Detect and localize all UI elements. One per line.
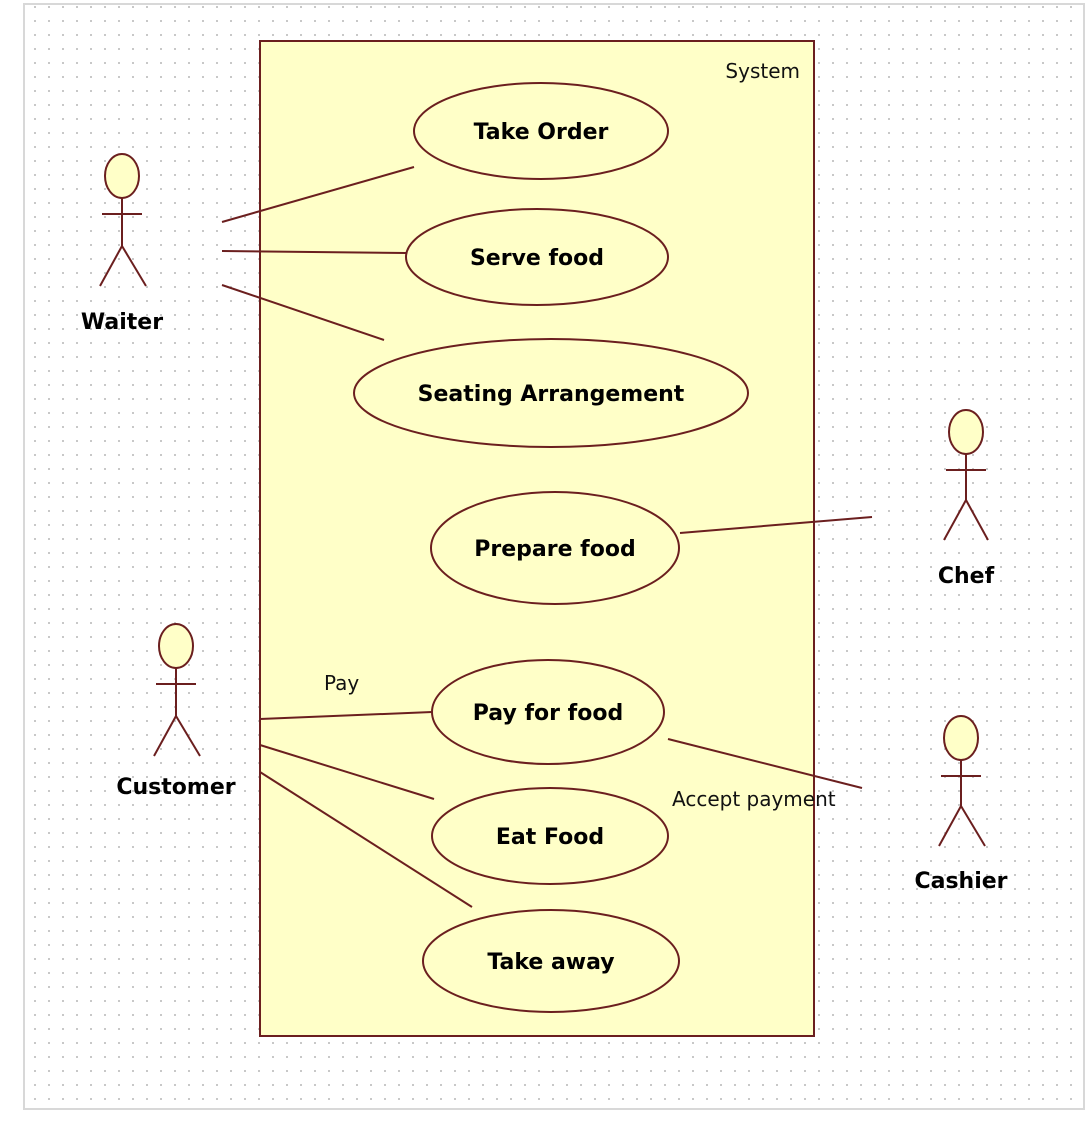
use-case-ellipse[interactable] [422, 909, 680, 1013]
use-case-ellipse[interactable] [431, 659, 665, 765]
use-case-label: Prepare food [474, 537, 635, 562]
association-customer-pay-for-food[interactable] [259, 711, 433, 720]
actor-waiter[interactable]: Waiter [81, 153, 163, 335]
use-case-label: Take Order [474, 120, 609, 145]
use-case-serve-food[interactable]: Serve food [405, 208, 669, 306]
use-case-label: Seating Arrangement [418, 382, 685, 407]
actor-label: Cashier [914, 869, 1007, 894]
use-case-ellipse[interactable] [431, 787, 669, 885]
association-label-accept-payment: Accept payment [672, 787, 836, 811]
association-chef-prepare-food[interactable] [679, 516, 873, 534]
use-case-ellipse[interactable] [405, 208, 669, 306]
use-case-take-order[interactable]: Take Order [413, 82, 669, 180]
association-waiter-serve-food[interactable] [221, 250, 407, 254]
stick-figure-icon [938, 715, 986, 847]
use-case-label: Eat Food [496, 825, 604, 850]
association-cashier-pay-for-food[interactable] [667, 738, 863, 789]
stick-figure-icon [943, 409, 989, 541]
use-case-seating-arrangement[interactable]: Seating Arrangement [353, 338, 749, 448]
associations [221, 166, 873, 908]
actor-customer[interactable]: Customer [116, 623, 236, 800]
use-case-prepare-food[interactable]: Prepare food [430, 491, 680, 605]
use-case-pay-for-food[interactable]: Pay for food [431, 659, 665, 765]
actor-cashier[interactable]: Cashier [914, 715, 1008, 894]
stick-figure-icon [153, 623, 201, 757]
use-case-take-away[interactable]: Take away [422, 909, 680, 1013]
use-case-eat-food[interactable]: Eat Food [431, 787, 669, 885]
use-case-label: Serve food [470, 246, 604, 271]
actor-label: Waiter [81, 310, 163, 335]
use-case-label: Pay for food [473, 701, 623, 726]
use-case-ellipse[interactable] [353, 338, 749, 448]
association-customer-take-away[interactable] [259, 771, 473, 908]
association-label-pay: Pay [324, 671, 359, 695]
association-customer-eat-food[interactable] [259, 744, 435, 800]
use-case-label: Take away [487, 950, 614, 975]
use-case-ellipse[interactable] [413, 82, 669, 180]
actor-label: Customer [116, 775, 235, 800]
use-case-ellipse[interactable] [430, 491, 680, 605]
system-label: System [725, 59, 800, 83]
actor-label: Chef [938, 564, 995, 589]
actor-chef[interactable]: Chef [938, 409, 995, 589]
association-waiter-take-order[interactable] [221, 166, 415, 223]
association-waiter-seating-arrangement[interactable] [221, 284, 385, 341]
stick-figure-icon [99, 153, 147, 287]
